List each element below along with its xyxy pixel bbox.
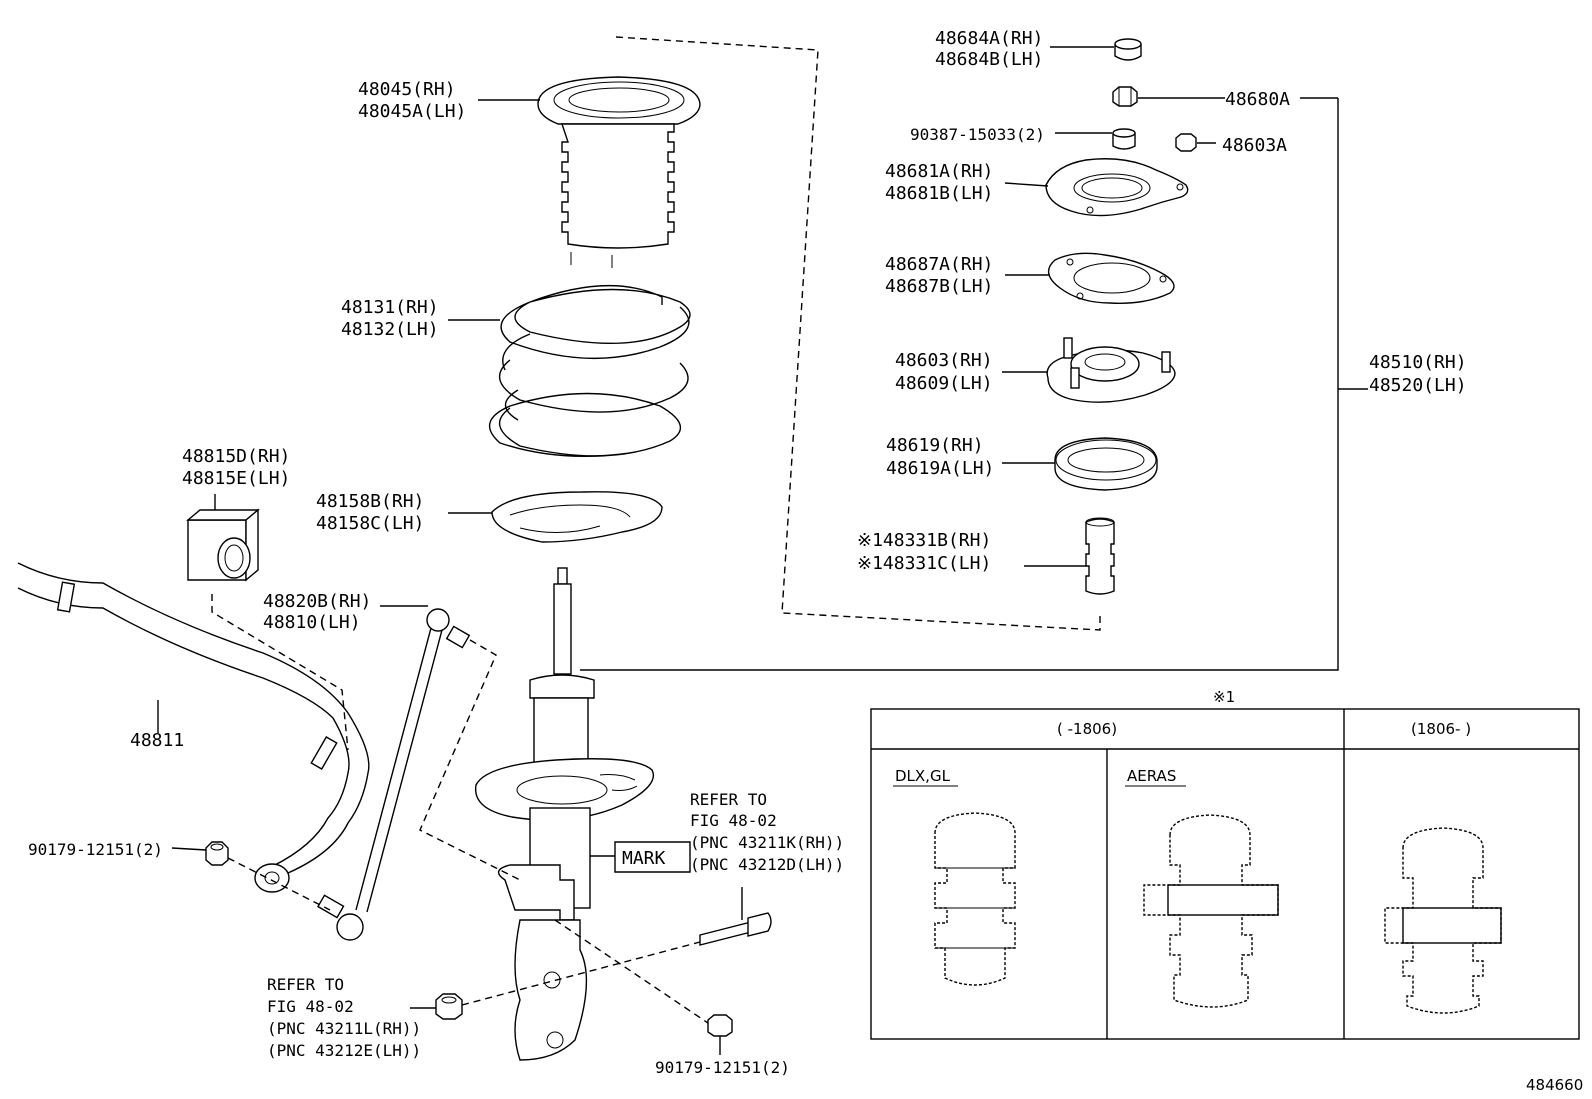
strut-mount-48603 <box>1046 337 1176 403</box>
label-48681a: 48681A(RH) <box>885 161 993 182</box>
label-48158c: 48158C(LH) <box>316 513 424 534</box>
label-48684b: 48684B(LH) <box>935 49 1043 70</box>
shock-absorber <box>474 567 654 1061</box>
label-48815e: 48815E(LH) <box>182 468 290 489</box>
label-90387: 90387-15033(2) <box>910 125 1045 144</box>
refer1-line1: REFER TO <box>690 790 767 809</box>
label-90179-left: 90179-12151(2) <box>28 840 163 859</box>
nut-48680a <box>1112 86 1138 107</box>
inset-col1-header: ( -1806) <box>1057 720 1117 738</box>
inset-variant-table: ※1 ( -1806) (1806- ) DLX,GL AERAS <box>870 688 1580 1040</box>
label-48680a: 48680A <box>1225 89 1290 110</box>
label-48811: 48811 <box>130 730 184 751</box>
lower-insulator-48158 <box>491 491 663 543</box>
label-48158b: 48158B(RH) <box>316 491 424 512</box>
refer2-line4: (PNC 43212E(LH)) <box>267 1041 421 1060</box>
nut-90179-bottom <box>707 1014 733 1037</box>
label-48603a: 48603A <box>1222 135 1287 156</box>
plate-48681 <box>1045 158 1189 217</box>
stabilizer-bar-48811 <box>17 562 370 893</box>
label-48520: 48520(LH) <box>1369 375 1467 396</box>
label-48510: 48510(RH) <box>1369 352 1467 373</box>
collar-90387 <box>1112 128 1136 150</box>
inset-sub-dlx-gl: DLX,GL <box>895 767 951 785</box>
mark-label: MARK <box>622 848 666 869</box>
label-48331b: ※148331B(RH) <box>857 530 991 551</box>
cap-48684 <box>1114 38 1142 61</box>
coil-spring-48131 <box>488 285 691 458</box>
label-48045: 48045(RH) <box>358 79 456 100</box>
label-48131: 48131(RH) <box>341 297 439 318</box>
inset-note: ※1 <box>1213 688 1235 706</box>
label-48619: 48619(RH) <box>886 435 984 456</box>
inset-col2-header: (1806- ) <box>1411 720 1471 738</box>
label-48609: 48609(LH) <box>895 373 993 394</box>
bolt-refer-fig-48-02 <box>699 912 772 946</box>
diagram-id: 484660 <box>1526 1076 1583 1094</box>
label-48815d: 48815D(RH) <box>182 446 290 467</box>
inset-sub-aeras: AERAS <box>1127 767 1176 785</box>
upper-insulator-48045 <box>537 76 701 268</box>
refer1-line4: (PNC 43212D(LH)) <box>690 855 844 874</box>
label-48619a: 48619A(LH) <box>886 458 994 479</box>
mark-box: MARK <box>614 841 691 873</box>
label-48687a: 48687A(RH) <box>885 254 993 275</box>
refer1-line2: FIG 48-02 <box>690 811 777 830</box>
label-48820b: 48820B(RH) <box>263 591 371 612</box>
gasket-48687 <box>1047 252 1175 304</box>
stabilizer-link-48820b <box>317 608 471 941</box>
label-48603: 48603(RH) <box>895 350 993 371</box>
label-48331c: ※148331C(LH) <box>857 553 991 574</box>
label-48687b: 48687B(LH) <box>885 276 993 297</box>
nut-refer-fig-48-02 <box>435 993 463 1020</box>
bushing-48815 <box>186 508 260 582</box>
refer2-line1: REFER TO <box>267 975 344 994</box>
label-48681b: 48681B(LH) <box>885 183 993 204</box>
refer1-line3: (PNC 43211K(RH)) <box>690 833 844 852</box>
label-48684a: 48684A(RH) <box>935 28 1043 49</box>
label-90179-bottom: 90179-12151(2) <box>655 1058 790 1077</box>
refer2-line3: (PNC 43211L(RH)) <box>267 1019 421 1038</box>
nut-48603a <box>1175 133 1197 152</box>
nut-90179-left <box>205 841 229 866</box>
label-48810: 48810(LH) <box>263 612 361 633</box>
refer2-line2: FIG 48-02 <box>267 997 354 1016</box>
label-48132: 48132(LH) <box>341 319 439 340</box>
label-48045a: 48045A(LH) <box>358 101 466 122</box>
bump-stopper-48331 <box>1085 517 1115 595</box>
bearing-48619 <box>1054 437 1158 491</box>
